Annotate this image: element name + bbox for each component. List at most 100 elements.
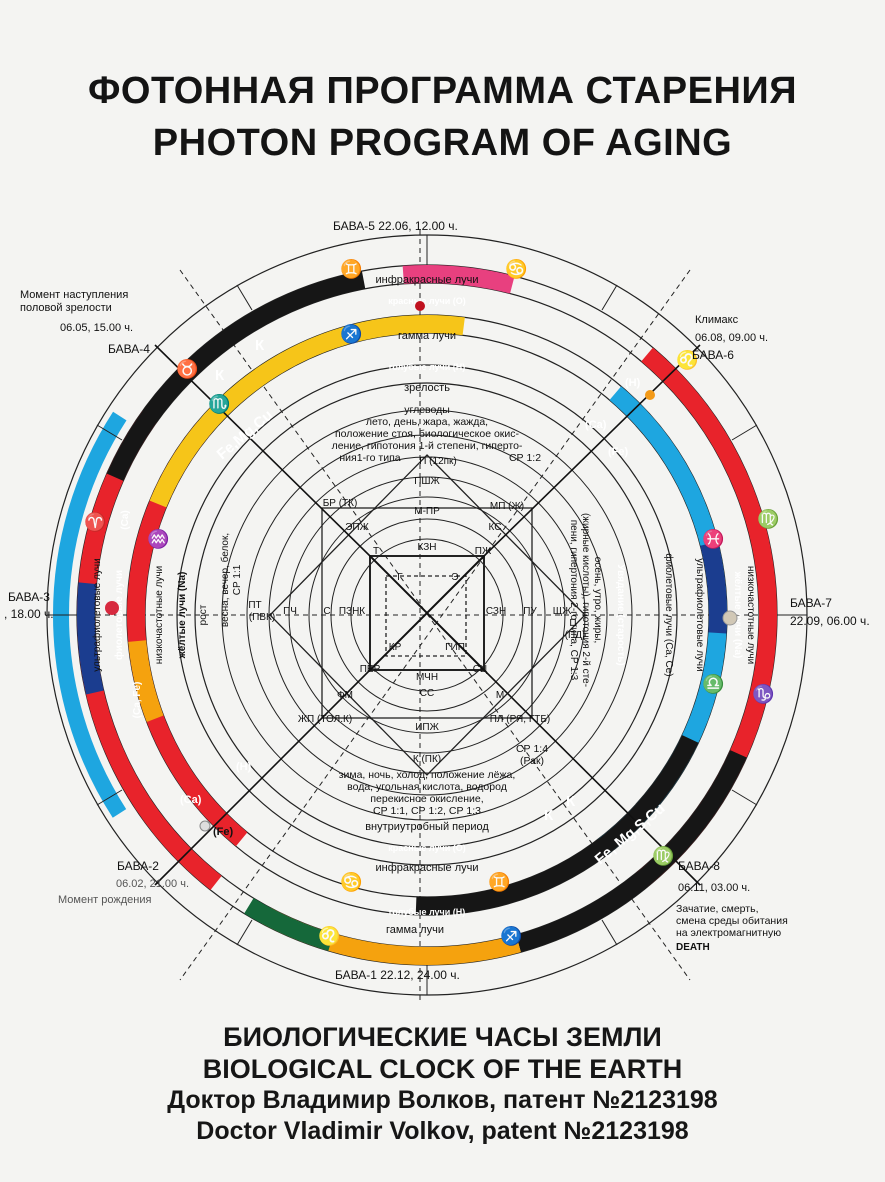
- organ-epzh: ЭПЖ: [345, 522, 369, 533]
- bava-8-note-1: Зачатие, смерть,: [676, 903, 759, 915]
- label-fe-bl: (Fe): [213, 826, 234, 838]
- label-red-top: красные лучи (О): [388, 296, 466, 306]
- pin-right-icon: [722, 610, 738, 626]
- bava-4-time: 06.05, 15.00 ч.: [60, 322, 133, 334]
- organ-br: БР (ТК): [323, 498, 358, 509]
- label-wilting: Увядание (старость): [615, 564, 626, 666]
- title-english: PHOTON PROGRAM OF AGING: [152, 122, 733, 164]
- label-lowfreq-right: низкочастотные лучи: [745, 566, 756, 664]
- band-black-inner-right: [127, 315, 727, 915]
- organ-pvk: (ПВК): [249, 612, 275, 623]
- bava-4: БАВА-4: [108, 342, 150, 356]
- zodiac-taurus-icon: ♉: [176, 358, 198, 379]
- bava-6-time: 06.08, 09.00 ч.: [695, 332, 768, 344]
- pin-tr-icon: [645, 390, 655, 400]
- band-yellow-left: [127, 315, 727, 915]
- label-violet-left: фиолетовые лучи: [113, 570, 125, 660]
- label-red-bottom: красные лучи (О): [388, 843, 466, 853]
- organ-pshzh: ПШЖ: [414, 476, 440, 487]
- zodiac-virgo-icon: ♍: [757, 508, 779, 529]
- label-ultraviolet-left: ультрафиолетовые лучи: [91, 558, 103, 671]
- band-navy-tr: [127, 315, 727, 915]
- bava-2: БАВА-2: [117, 859, 159, 873]
- winter-line-2: вода, угольная кислота, водород: [347, 781, 507, 793]
- bava-4-note-1: Момент наступления: [20, 289, 128, 301]
- organ-pzk: ПЗНК: [339, 606, 365, 617]
- squares: [269, 454, 586, 776]
- label-ultraviolet-right: ультрафиолетовые лучи: [694, 558, 706, 671]
- winter-line-1: зима, ночь, холод, положение лёжа,: [339, 769, 516, 781]
- label-blue-bottom: голубые лучи (Н): [389, 907, 466, 917]
- organ-pd: (ПД): [565, 630, 586, 641]
- bava-6: БАВА-6: [692, 348, 734, 362]
- organ-mpr: М-ПР: [414, 506, 440, 517]
- outer-colored-band: [77, 265, 777, 965]
- zodiac-libra-icon: ♎: [702, 673, 724, 694]
- bava-7-time: 22.09, 06.00 ч.: [790, 614, 870, 628]
- band-red-top: [77, 265, 777, 965]
- summer-cp: СР 1:2: [509, 452, 541, 464]
- winter-line-3: перекисное окисление,: [370, 793, 483, 805]
- organ-fm: ФМ: [337, 690, 353, 701]
- label-growth: рост: [198, 604, 209, 625]
- diagonals: [154, 344, 701, 886]
- label-k4: К: [566, 793, 576, 810]
- summer-line-4: ление, гипотония 1-й степени, гиперто-: [332, 440, 523, 452]
- label-ca-left: (Ca): [120, 510, 131, 529]
- bava-8-note-3: на электромагнитную: [676, 927, 781, 939]
- label-blue-top: голубые лучи (Н): [389, 362, 466, 372]
- zodiac-capricorn-icon: ♑: [752, 683, 774, 704]
- autumn-line-3: пени, гипертония 2-го типа, СР 1:3: [568, 520, 579, 681]
- pin-bl-icon: [199, 820, 211, 832]
- winter-cp: СР 1:4: [516, 743, 548, 755]
- organ-pch: ПЧ: [283, 606, 297, 617]
- bava-7: БАВА-7: [790, 596, 832, 610]
- label-k3: К: [544, 807, 554, 824]
- zodiac-leo-icon: ♌: [676, 349, 698, 370]
- label-maturity: зрелость: [404, 382, 450, 394]
- organ-k: К (ПК): [413, 754, 441, 765]
- organ-pp: П (12пк): [419, 456, 457, 467]
- footer-title-en: BIOLOGICAL CLOCK OF THE EARTH: [202, 1054, 683, 1084]
- label-intrauterine: внутриутробный период: [365, 821, 489, 833]
- label-yellow-left: жёлтые лучи (Na): [177, 572, 188, 660]
- spring-line-1: весна, вечер, белок,: [219, 533, 231, 627]
- band-orange-right: [77, 265, 777, 965]
- label-infrared-top: инфракрасные лучи: [375, 274, 478, 286]
- organ-per: ПЕР: [360, 664, 381, 675]
- bava-2-note: Момент рождения: [58, 894, 151, 906]
- winter-line-4: СР 1:1, СР 1:2, СР 1:3: [373, 805, 481, 817]
- zodiac-cancer-icon: ♋: [505, 258, 527, 279]
- summer-line-3: положение стоя, биологическое окис-: [335, 428, 520, 440]
- bava-3-time: , 18.00 ч.: [4, 607, 54, 621]
- zodiac-leo-bottom-icon: ♌: [318, 925, 340, 946]
- title-russian: ФОТОННАЯ ПРОГРАММА СТАРЕНИЯ: [87, 70, 798, 112]
- bava-8-time: 06.11, 03.00 ч.: [678, 882, 750, 894]
- band-navy-bl: [77, 265, 777, 965]
- summer-line-1: углеводы: [404, 404, 450, 416]
- bava-1: БАВА-1 22.12, 24.00 ч.: [335, 968, 460, 982]
- center-cross: [369, 555, 485, 671]
- bava-2-time: 06.02, 21.00 ч.: [116, 878, 189, 890]
- pin-top-icon: [415, 301, 425, 311]
- pin-left-icon: [105, 601, 119, 615]
- organ-t: Т: [373, 546, 379, 557]
- band-pink-left: [77, 265, 777, 965]
- organ-mchn: МЧН: [416, 672, 438, 683]
- radial-ticks: [47, 235, 807, 995]
- organ-pzh: ПЖ: [475, 546, 492, 557]
- label-gamma-bottom: гамма лучи: [386, 924, 444, 936]
- zodiac-sagittarius-icon: ♐: [340, 323, 362, 344]
- organ-mp: МП (Ж): [490, 501, 524, 512]
- zodiac-pisces-icon: ♓: [702, 528, 724, 549]
- label-cafe-left: (Ca, Fe): [132, 682, 143, 719]
- organ-ks: КС: [489, 522, 502, 533]
- organ-pu: ПУ: [523, 606, 537, 617]
- zodiac-aries-icon: ♈: [84, 511, 106, 532]
- summer-line-5: ния1-го типа: [339, 452, 400, 464]
- zodiac-gemini-bottom-icon: ♊: [488, 871, 510, 892]
- organ-g: Г: [397, 572, 403, 583]
- label-k1: К: [215, 367, 225, 384]
- label-lowfreq-left: низкочастотные лучи: [154, 566, 165, 664]
